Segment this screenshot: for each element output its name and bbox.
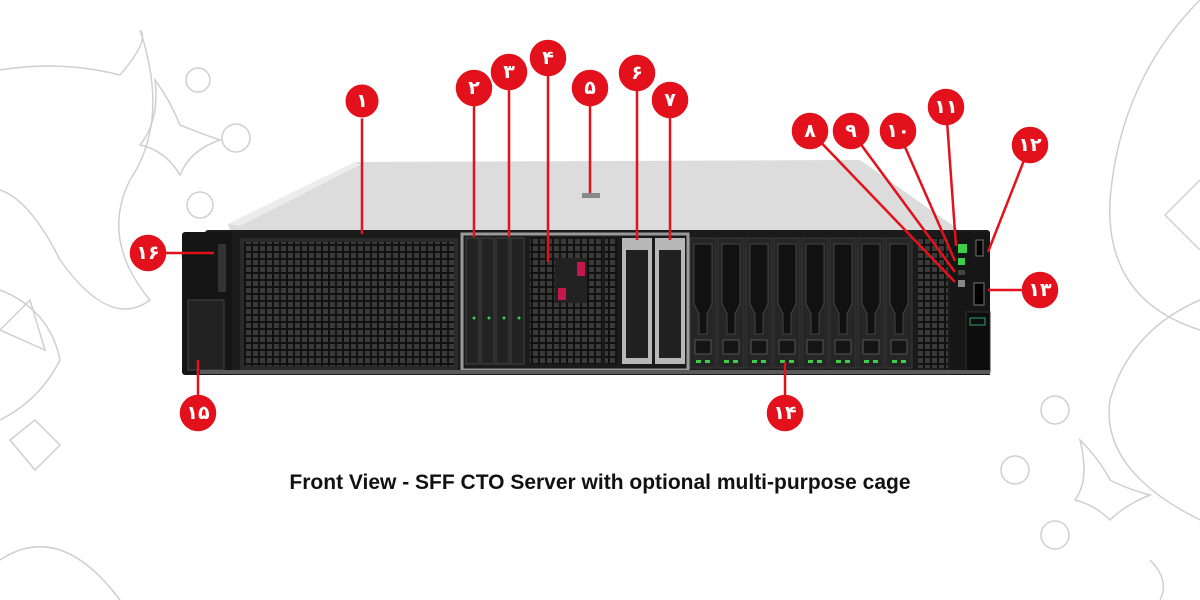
background-ornament-left [0, 29, 251, 600]
sff-drive-bay [801, 237, 829, 369]
callout-3: ۳ [490, 53, 528, 237]
usb-port [973, 282, 985, 306]
callout-number: ۱۵ [186, 402, 210, 424]
callout-5: ۵ [571, 69, 609, 198]
sff-drive-bay [773, 237, 801, 369]
callout-number: ۶ [631, 62, 643, 84]
callout-13: ۱۳ [988, 271, 1059, 309]
callout-number: ۸ [804, 120, 816, 142]
ilo-port [975, 239, 984, 257]
callout-number: ۱۳ [1028, 279, 1052, 301]
callout-9: ۹ [832, 112, 957, 273]
callout-2: ۲ [455, 69, 493, 237]
callout-12: ۱۲ [986, 126, 1049, 253]
callout-7: ۷ [651, 81, 689, 240]
callout-16: ۱۶ [129, 234, 214, 272]
server [182, 160, 991, 375]
figure-caption: Front View - SFF CTO Server with optiona… [289, 471, 911, 494]
callout-8: ۸ [791, 112, 956, 283]
sff-drive-bay [857, 237, 885, 369]
sff-drive-bays [689, 237, 913, 369]
callout-number: ۱۴ [773, 402, 796, 424]
callout-1: ۱ [344, 83, 380, 234]
callout-10: ۱۰ [879, 112, 957, 262]
sff-drive-bay [717, 237, 745, 369]
callout-number: ۷ [664, 89, 676, 111]
background-ornament-right [1000, 0, 1200, 600]
sff-drive-bay [885, 237, 913, 369]
callout-number: ۹ [845, 120, 857, 142]
callout-14: ۱۴ [766, 362, 804, 432]
callout-6: ۶ [618, 54, 656, 240]
callout-number: ۴ [542, 47, 554, 69]
callout-11: ۱۱ [927, 88, 965, 247]
callout-number: ۵ [584, 77, 596, 99]
callout-number: ۳ [503, 61, 515, 83]
nic-led [958, 280, 965, 287]
drive-bay-group-a [465, 237, 525, 365]
callout-number: ۱۰ [886, 120, 909, 142]
left-handle [218, 244, 226, 292]
callout-number: ۱۱ [934, 96, 957, 118]
callout-15: ۱۵ [179, 360, 217, 432]
power-button-led [958, 244, 967, 253]
callout-number: ۱ [356, 90, 368, 112]
callout-number: ۱۶ [136, 242, 159, 264]
sff-drive-bay [689, 237, 717, 369]
sff-drive-bay [745, 237, 773, 369]
sff-drive-bay [829, 237, 857, 369]
callout-4: ۴ [529, 39, 567, 262]
uid-led [958, 258, 965, 265]
health-led [958, 270, 965, 275]
callout-number: ۲ [468, 77, 480, 99]
callouts: ۱ ۲ ۳ ۴ ۵ ۶ ۷ ۸ ۹ ۱۰ ۱۱ ۱۲ ۱۳ ۱۴ ۱۵ ۱۶ [129, 39, 1059, 432]
callout-number: ۱۲ [1018, 134, 1042, 156]
